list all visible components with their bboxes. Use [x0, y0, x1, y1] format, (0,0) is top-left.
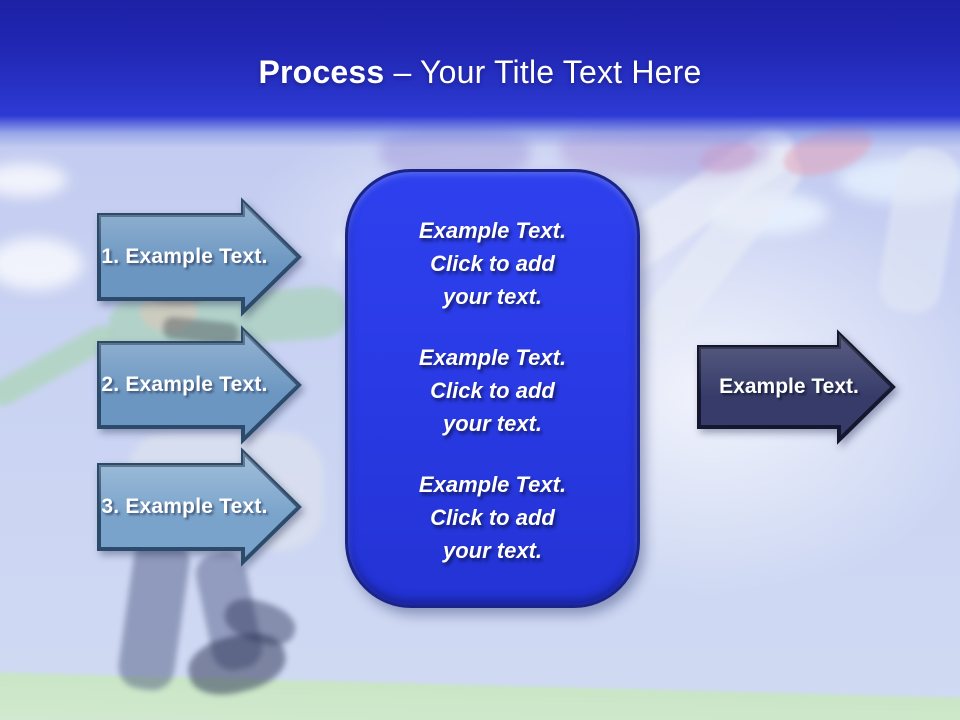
step-label: 3. Example Text. [101, 495, 268, 518]
placeholder-line: Click to add [430, 505, 555, 530]
title-bar [0, 0, 960, 148]
placeholder-line: Example Text. [418, 472, 567, 497]
output-arrow-label: Example Text. [719, 375, 859, 398]
placeholder-line: Example Text. [418, 345, 567, 370]
step-label: 2. Example Text. [101, 373, 268, 396]
arrow-right-shape [97, 447, 302, 567]
step-label: 1. Example Text. [101, 245, 268, 268]
output-arrow[interactable]: Example Text. [697, 329, 897, 445]
placeholder-text-block[interactable]: Example Text. Click to add your text. [358, 214, 627, 313]
slide-title-rest: – Your Title Text Here [393, 54, 702, 90]
placeholder-line: your text. [442, 411, 543, 436]
slide-title: Process – Your Title Text Here [0, 54, 960, 91]
arrow-right-shape [97, 325, 302, 445]
placeholder-line: Click to add [430, 251, 555, 276]
placeholder-line: Click to add [430, 378, 555, 403]
arrow-right-shape [97, 197, 302, 317]
placeholder-line: your text. [442, 538, 543, 563]
arrow-right-shape [697, 329, 896, 445]
cloud [0, 163, 67, 197]
placeholder-line: your text. [442, 284, 543, 309]
placeholder-text-block[interactable]: Example Text. Click to add your text. [358, 468, 627, 567]
slide-title-emphasis: Process [258, 54, 394, 90]
process-step-arrow-3[interactable]: 3. Example Text. [97, 447, 302, 567]
placeholder-line: Example Text. [418, 218, 567, 243]
process-detail-panel[interactable]: Example Text. Click to add your text. Ex… [345, 169, 640, 608]
placeholder-text-block[interactable]: Example Text. Click to add your text. [358, 341, 627, 440]
process-step-arrow-2[interactable]: 2. Example Text. [97, 325, 302, 445]
process-step-arrow-1[interactable]: 1. Example Text. [97, 197, 302, 317]
cloud [0, 238, 83, 290]
